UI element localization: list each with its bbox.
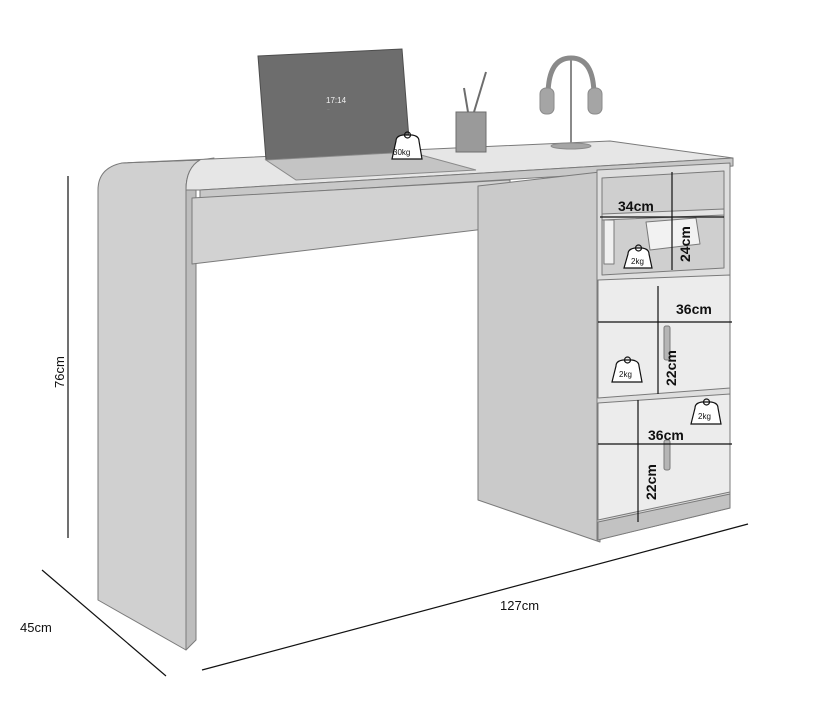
label-niche-width: 34cm	[618, 198, 654, 214]
weight-niche: 2kg	[623, 244, 653, 269]
label-drawer2-height: 22cm	[643, 464, 659, 500]
headphones-icon	[545, 55, 597, 97]
weight-desktop: 30kg	[391, 131, 423, 160]
desk-left-leg	[97, 159, 201, 651]
weight-icon	[623, 244, 653, 269]
weight-niche-label: 2kg	[631, 257, 644, 266]
cabinet-side	[477, 171, 601, 543]
weight-desktop-label: 30kg	[393, 148, 410, 157]
headphones	[539, 55, 603, 150]
weight-drawer-1-label: 2kg	[619, 370, 632, 379]
pen-cup	[455, 71, 487, 153]
label-width: 127cm	[500, 598, 539, 613]
laptop: 17:14 ...	[257, 48, 477, 181]
desk-top-edge	[199, 157, 734, 199]
weight-icon	[690, 398, 722, 425]
laptop-keyboard	[264, 151, 477, 181]
label-niche-height: 24cm	[677, 226, 693, 262]
cabinet-plinth	[597, 493, 731, 541]
drawer-1-handle	[663, 325, 671, 361]
pen-cup-icon	[455, 111, 487, 153]
label-drawer1-height: 22cm	[663, 350, 679, 386]
drawer-2-handle	[663, 439, 671, 471]
laptop-date: ...	[327, 107, 330, 111]
width-line	[201, 523, 749, 671]
label-depth: 45cm	[20, 620, 52, 635]
label-drawer1-width: 36cm	[676, 301, 712, 317]
niche-papers	[645, 217, 701, 251]
weight-icon	[611, 356, 643, 383]
weight-drawer-2-label: 2kg	[698, 412, 711, 421]
niche-books	[603, 219, 615, 265]
laptop-clock: 17:14	[326, 96, 347, 105]
label-drawer2-width: 36cm	[648, 427, 684, 443]
depth-line	[41, 569, 167, 677]
weight-icon	[391, 131, 423, 160]
dimension-labels: 76cm 45cm 127cm 34cm 24cm 36cm 22cm 36cm…	[20, 198, 712, 635]
weight-drawer-1: 2kg	[611, 356, 643, 383]
dimension-lines	[41, 172, 749, 677]
label-height: 76cm	[52, 356, 67, 388]
weight-drawer-2: 2kg	[690, 398, 722, 425]
